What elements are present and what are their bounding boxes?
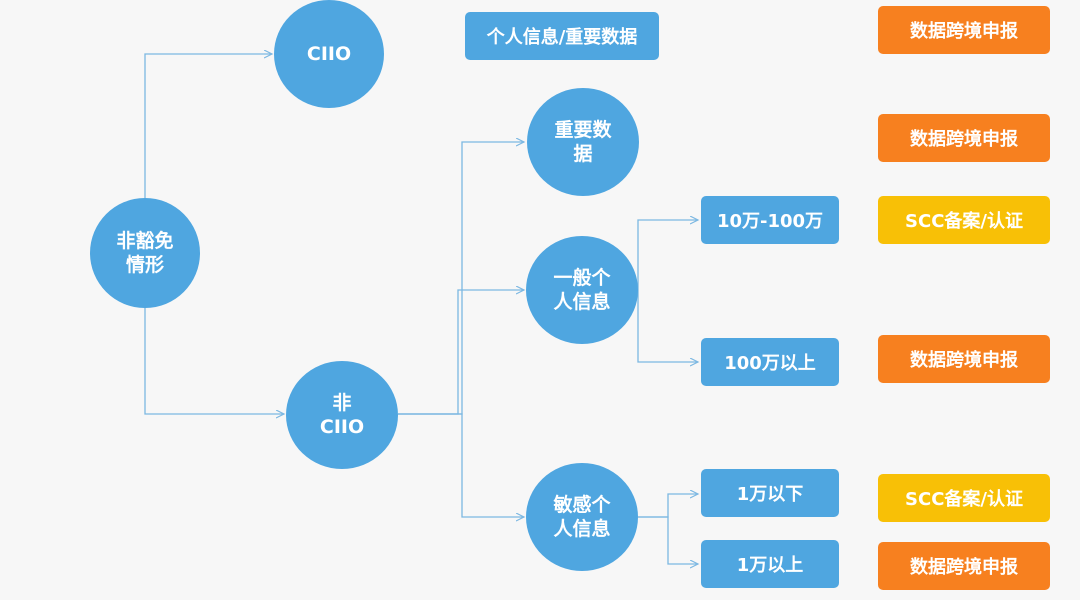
edge-sensitive-under [638, 494, 698, 518]
important-data-node: 重要数 据 [527, 88, 639, 196]
edge-general-range [637, 220, 698, 290]
edge-root-nonciio [144, 308, 284, 414]
outcome-important-data: 数据跨境申报 [878, 114, 1050, 162]
outcome-under-10k: SCC备案/认证 [878, 474, 1050, 522]
edge-root-ciio [144, 54, 272, 198]
edge-nonciio-important [398, 142, 524, 415]
edge-sensitive-over [638, 516, 698, 564]
ciio-node: CIIO [274, 0, 384, 108]
over-1m-box: 100万以上 [701, 338, 839, 386]
outcome-over-10k: 数据跨境申报 [878, 542, 1050, 590]
range-100k-1m-box: 10万-100万 [701, 196, 839, 244]
outcome-range-100k-1m: SCC备案/认证 [878, 196, 1050, 244]
edge-nonciio-sensitive [398, 413, 524, 517]
over-10k-box: 1万以上 [701, 540, 839, 588]
general-pi-node: 一般个 人信息 [526, 236, 638, 344]
under-10k-box: 1万以下 [701, 469, 839, 517]
non-ciio-node: 非 CIIO [286, 361, 398, 469]
root-node: 非豁免 情形 [90, 198, 200, 308]
sensitive-pi-node: 敏感个 人信息 [526, 463, 638, 571]
outcome-ciio: 数据跨境申报 [878, 6, 1050, 54]
edge-general-over1m [637, 290, 698, 362]
outcome-over-1m: 数据跨境申报 [878, 335, 1050, 383]
edge-nonciio-general [398, 290, 524, 415]
legend-label: 个人信息/重要数据 [465, 12, 659, 60]
